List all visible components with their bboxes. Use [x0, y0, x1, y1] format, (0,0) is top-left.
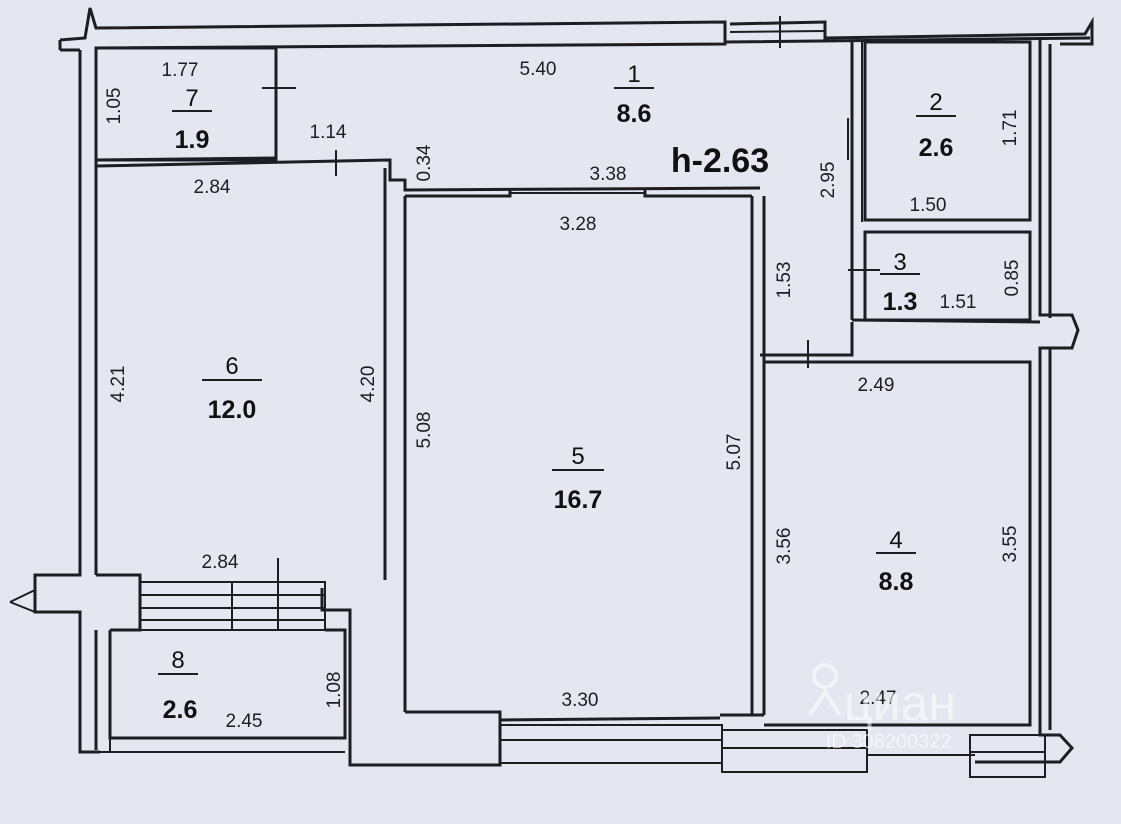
dimension-label: 2.95 — [818, 162, 839, 199]
dimension-label: 0.85 — [1002, 260, 1023, 297]
room-3-label: 3 1.3 — [880, 249, 920, 316]
room-1-label: 1 8.6 — [614, 61, 654, 128]
room-number: 5 — [571, 443, 584, 470]
dimension-labels: 1.77 1.05 5.40 1.14 0.34 2.95 1.71 1.50 … — [104, 59, 1023, 732]
room-area: 16.7 — [554, 486, 603, 514]
room-area: 8.8 — [879, 568, 914, 596]
room-number: 3 — [893, 249, 906, 276]
dimension-label: 2.47 — [860, 688, 897, 709]
dimension-label: 1.71 — [1000, 110, 1021, 147]
dimension-label: 3.38 — [590, 164, 627, 185]
walls — [9, 7, 1094, 778]
dimension-label: 1.53 — [774, 262, 795, 299]
room-area: 1.3 — [883, 288, 918, 316]
ceiling-height-label: h-2.63 — [671, 142, 769, 180]
room-area: 12.0 — [208, 396, 257, 424]
dimension-label: 1.50 — [910, 195, 947, 216]
dimension-label: 5.08 — [414, 412, 435, 449]
watermark-brand: циан — [844, 675, 956, 731]
dimension-label: 2.45 — [226, 711, 263, 732]
room-area: 8.6 — [617, 100, 652, 128]
dimension-label: 2.84 — [202, 552, 239, 573]
room-number: 8 — [171, 647, 184, 674]
dimension-label: 3.28 — [560, 214, 597, 235]
dimension-label: 1.05 — [104, 88, 125, 125]
dimension-label: 1.51 — [940, 292, 977, 313]
room-8-label: 8 2.6 — [158, 647, 198, 724]
dimension-label: 3.30 — [562, 690, 599, 711]
dimension-label: 2.84 — [194, 177, 231, 198]
room-number: 1 — [627, 61, 640, 88]
room-area: 2.6 — [163, 696, 198, 724]
room-labels: 1 8.6 2 2.6 3 1.3 4 8.8 5 16.7 6 12.0 — [158, 61, 956, 724]
dimension-label: 4.21 — [108, 366, 129, 403]
room-4-label: 4 8.8 — [876, 527, 916, 596]
watermark-id: ID 308200322 — [826, 731, 952, 753]
room-number: 4 — [889, 527, 902, 554]
dimension-label: 0.34 — [414, 144, 435, 181]
dimension-label: 1.14 — [310, 122, 347, 143]
dimension-label: 1.08 — [324, 672, 345, 709]
room-5-label: 5 16.7 — [552, 443, 604, 514]
room-area: 1.9 — [175, 126, 210, 154]
room-7-label: 7 1.9 — [172, 85, 212, 154]
dimension-label: 2.49 — [858, 375, 895, 396]
location-pin-icon — [808, 663, 842, 717]
dimension-label: 1.77 — [162, 60, 199, 81]
room-number: 7 — [185, 85, 198, 112]
room-area: 2.6 — [919, 134, 954, 162]
room-2-label: 2 2.6 — [916, 89, 956, 162]
watermark: циан ID 308200322 — [808, 663, 956, 753]
dimension-label: 3.56 — [774, 528, 795, 565]
dimension-label: 5.40 — [520, 59, 557, 80]
room-6-label: 6 12.0 — [202, 353, 262, 424]
dimension-label: 4.20 — [358, 366, 379, 403]
room-number: 6 — [225, 353, 238, 380]
room-number: 2 — [929, 89, 942, 116]
dimension-label: 3.55 — [1000, 526, 1021, 563]
dimension-label: 5.07 — [724, 434, 745, 471]
